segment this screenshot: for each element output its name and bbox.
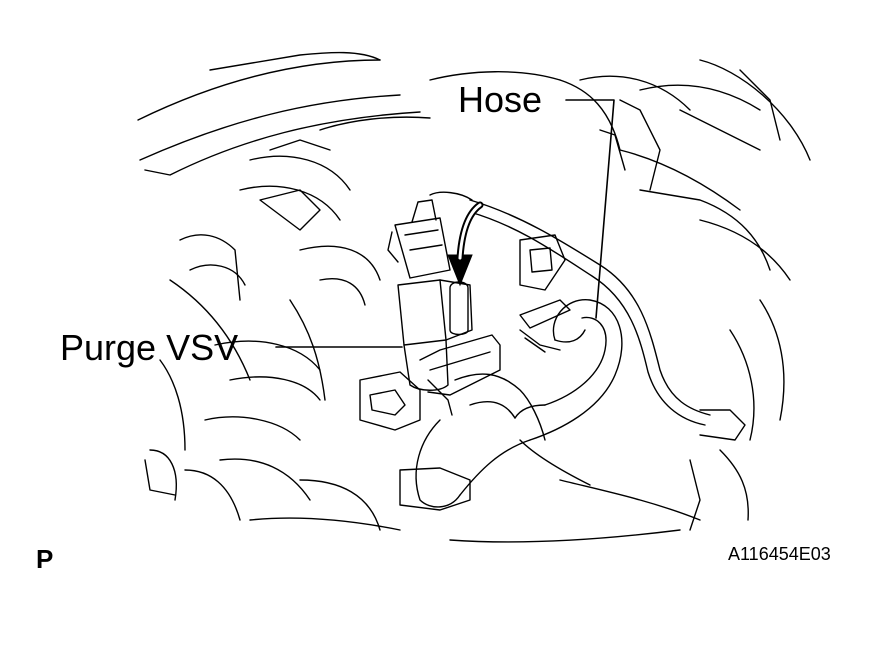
curved-down-arrow-icon (447, 201, 484, 287)
hose-clamp (519, 299, 571, 353)
vsv-connector (387, 199, 451, 279)
figure-code-label: A116454E03 (728, 544, 831, 564)
wire-harness (429, 191, 746, 441)
hose-leader-line (565, 99, 615, 319)
engine-background-lines (137, 51, 811, 543)
hose-label: Hose (458, 79, 543, 120)
purge-vsv-label: Purge VSV (60, 327, 239, 368)
hose (415, 299, 623, 508)
leader-lines (275, 99, 615, 348)
purge-vsv-body (397, 279, 501, 416)
view-code-label: P (36, 544, 54, 574)
